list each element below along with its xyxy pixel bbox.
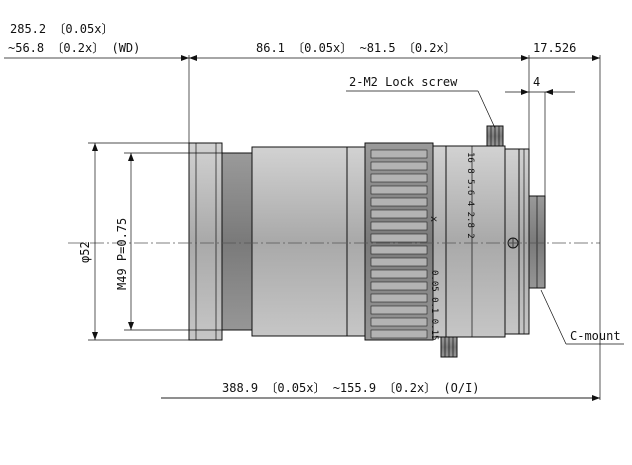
diameter-dimension: φ52 (78, 241, 92, 263)
main-barrel (251, 146, 348, 337)
knurl-rib (370, 257, 428, 267)
thread-dimension: M49 P=0.75 (115, 218, 129, 290)
flange-small-dimension: 4 (533, 75, 540, 89)
knurl-rib (370, 185, 428, 195)
wd-dimension-line1: 285.2 〔0.05x〕 (10, 22, 113, 36)
knurl-rib (370, 329, 428, 339)
knurl-rib (370, 209, 428, 219)
c-mount-label: C-mount (570, 329, 621, 343)
lens-body (188, 125, 546, 358)
knurl-rib (370, 317, 428, 327)
knurl-rib (370, 221, 428, 231)
flange-dimension: 17.526 (533, 41, 576, 55)
knurl-rib (370, 269, 428, 279)
front-neck (221, 152, 253, 331)
knurl-rib (370, 281, 428, 291)
knurl-rib (370, 293, 428, 303)
knurl-rib (370, 173, 428, 183)
knurl-rib (370, 233, 428, 243)
knurl-rib (370, 305, 428, 315)
scale-engraving: 16 8 5.6 4 2.8 2 x 0.05 0.1 0.15 (428, 152, 475, 340)
lock-screw-bottom (440, 336, 458, 358)
aperture-scale: 16 8 5.6 4 2.8 2 (465, 152, 475, 239)
lock-screw-label: 2-M2 Lock screw (349, 75, 458, 89)
knurl-rib (370, 149, 428, 159)
total-length-dimension: 388.9 〔0.05x〕 ~155.9 〔0.2x〕 (O/I) (222, 381, 480, 395)
length-dimension: 86.1 〔0.05x〕 ~81.5 〔0.2x〕 (256, 41, 456, 55)
dimensions: 285.2 〔0.05x〕 ~56.8 〔0.2x〕 (WD) 86.1 〔0.… (4, 22, 624, 401)
front-ring (188, 142, 223, 341)
lock-screw-top (486, 125, 504, 147)
focus-ring (364, 142, 434, 341)
knurl-rib (370, 197, 428, 207)
focus-scale: 0.05 0.1 0.15 (429, 270, 439, 340)
wd-dimension-line2: ~56.8 〔0.2x〕 (WD) (8, 41, 140, 55)
knurl-rib (370, 245, 428, 255)
scale-section (432, 145, 506, 338)
index-mark: x (428, 216, 439, 222)
knurl-rib (370, 161, 428, 171)
